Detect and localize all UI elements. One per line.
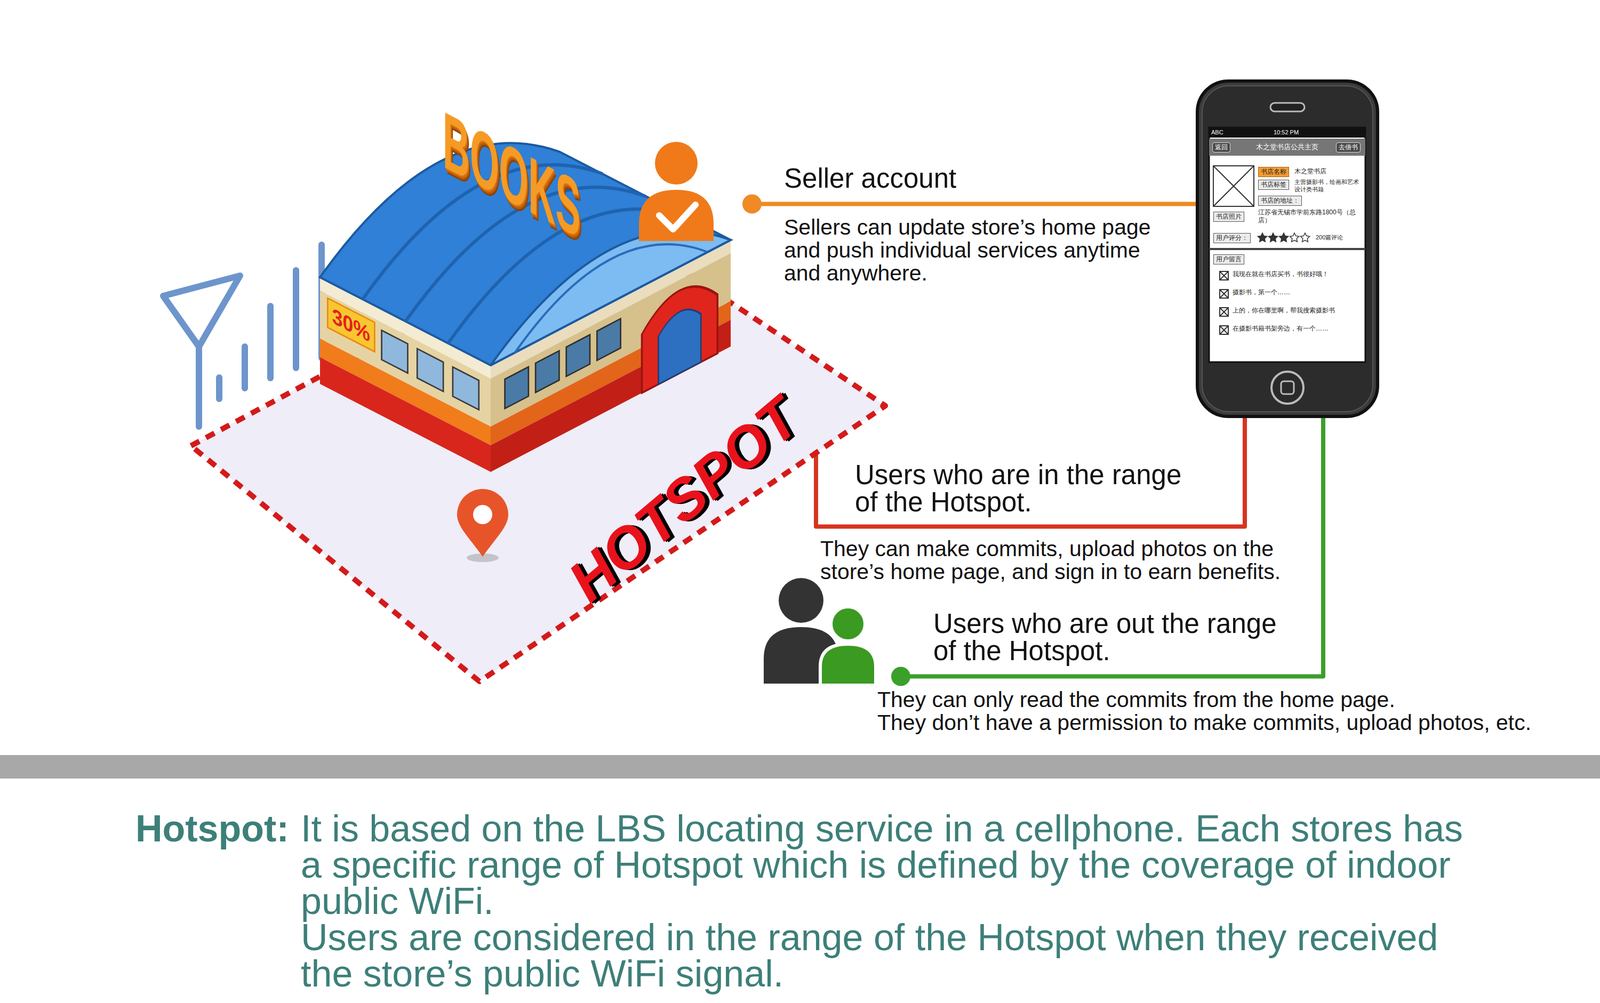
pin-hole [473,505,493,525]
screen-text: 用户评分： [1213,233,1251,244]
placeholder-cross [1213,165,1254,207]
phone-screen [1209,127,1366,363]
screen-text: 返回 [1212,142,1231,153]
checkbox-cross [1219,289,1229,299]
check-mark [659,204,696,230]
definition-text: Users are considered in the range of the… [300,919,1480,992]
definition-text: It is based on the LBS locating service … [300,810,1480,920]
group-heading: Users who are in the range of the Hotspo… [854,461,1197,516]
checkbox-cross [1219,325,1229,335]
screen-text: 摄影书，第一个…… [1232,288,1361,297]
placeholder-cross [1213,165,1254,207]
person-head [654,141,698,185]
antenna-head [163,275,240,347]
definition-term: Hotspot: [135,810,290,847]
phone-speaker [1270,102,1305,112]
signal-bar [292,270,300,368]
window [596,318,621,361]
screen-text: 主营摄影书，绘画和艺术设计类书籍 [1294,178,1363,194]
window [417,348,444,392]
person-head [830,606,866,642]
window [452,366,479,410]
screen-text: 木之堂书店公共主页 [1256,142,1319,152]
title-bar [1209,138,1366,156]
screen-text: 书店标签 [1258,179,1290,190]
screen-text: 书店名称 [1258,166,1290,178]
window [505,366,529,409]
screen-text: 木之堂书店 [1294,167,1327,176]
window [535,350,559,393]
screen-text: ABC [1211,129,1224,137]
screen-text: 用户留言 [1213,254,1245,265]
screen-text: 200篇评论 [1315,234,1343,242]
signal-bar [241,346,248,389]
group-heading: Users who are out the range of the Hotsp… [933,610,1291,665]
out-range-users-group: Users who are out the range of the Hotsp… [900,610,1573,735]
home-button-mark [1281,381,1294,395]
connector-dot [742,194,762,214]
checkbox [1219,289,1229,299]
person-body [820,644,876,686]
signal-bar [216,377,223,399]
screen-text: 书店的地址： [1258,195,1302,206]
skylight-frame [514,244,707,354]
connector-line [752,202,1196,207]
status-bar [1209,127,1366,138]
group-body: They can only read the commits from the … [877,688,1571,712]
checkbox [1219,325,1229,335]
divider-bar [0,755,1600,779]
antenna-mast [195,346,203,427]
seller-account-group: Seller accountSellers can update store’s… [752,164,1174,285]
checkbox-cross [1219,271,1229,280]
window [381,330,408,374]
screen-text: 去借书 [1336,142,1361,153]
group-body: They don’t have a permission to make com… [877,711,1571,735]
checkbox [1219,271,1229,280]
checkbox [1219,307,1229,317]
connector-dot [891,667,911,687]
screen-text: 上的，你在哪里啊，帮我搜索摄影书 [1232,306,1361,315]
roof-skylight [490,230,731,366]
group-body: They can make commits, upload photos on … [820,537,1311,584]
hotspot-area [190,221,886,682]
in-range-users-group: Users who are in the range of the Hotspo… [816,401,1315,584]
image-placeholder [1213,165,1254,207]
home-button [1271,371,1304,404]
screen-text: 在摄影书籍书架旁边，有一个…… [1232,324,1361,333]
signal-bar [267,306,274,379]
connector-line [816,401,1245,527]
screen-text: 我现在就在书店买书，书很好哦！ [1232,270,1361,279]
checkbox-cross [1219,307,1229,317]
screen-text: 江苏省无锡市学前东路1800号（总店） [1258,208,1363,225]
screen-divider [1209,248,1366,251]
phone-bezel [1202,85,1373,412]
screen-text: 10:52 PM [1273,129,1299,137]
screen-text: 书店照片 [1213,211,1245,222]
phone-body [1197,81,1378,417]
users-icon [763,578,876,686]
group-heading: Seller account [752,164,1174,192]
seller-icon [638,141,714,242]
person-head [778,578,824,623]
person-body [638,189,714,242]
window [566,334,590,377]
screen-content: ABC 10:52 PM 返回 木之堂书店公共主页 去借书书店名称木之堂书店书店标签主营… [1209,127,1366,363]
group-body: Sellers can update store’s home page and… [784,216,1174,285]
